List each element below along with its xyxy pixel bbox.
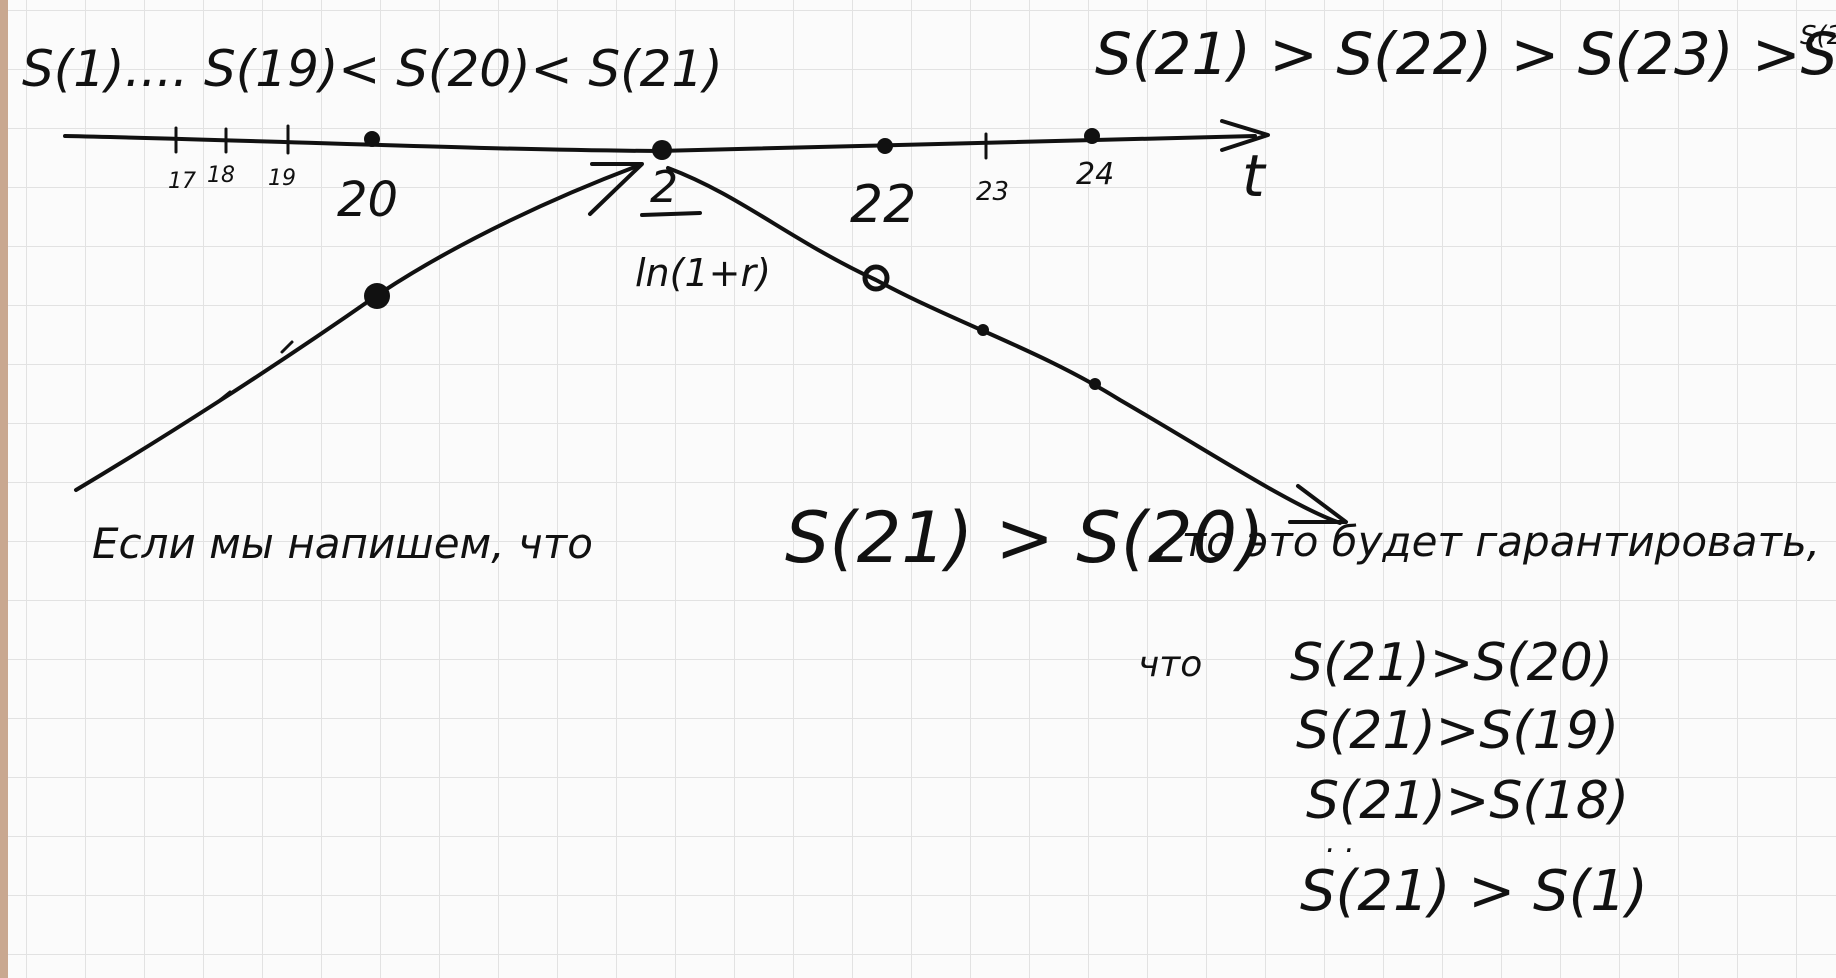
point-22 [877, 138, 893, 154]
rising-curve-mark [218, 390, 232, 402]
falling-curve-open-point [862, 264, 890, 292]
falling-curve-arrowhead [1288, 484, 1348, 524]
tick-label-24: 24 [1076, 157, 1114, 192]
sentence-part-2: , то это будет гарантировать, [1155, 517, 1820, 566]
point-24 [1084, 128, 1100, 144]
tick-label-19: 19 [268, 166, 296, 191]
falling-curve-point [977, 324, 989, 336]
tick-label-20: 20 [337, 172, 398, 228]
rising-curve-arrowhead [588, 162, 644, 216]
peak-underline [640, 211, 702, 217]
notebook-page [8, 0, 1836, 978]
sentence-part-1: Если мы напишем, что [92, 519, 593, 568]
top-right-inequality: S(21) > S(22) > S(23) >S(24)> [1095, 20, 1836, 88]
conclusion-line-2: S(21)>S(19) [1296, 701, 1619, 761]
falling-curve [666, 166, 1342, 525]
conclusion-lead: что [1138, 644, 1202, 685]
top-right-cut-term: S(25 [1800, 21, 1836, 51]
conclusion-line-3: S(21)>S(18) [1306, 771, 1629, 831]
rising-curve-point [364, 283, 390, 309]
sentence-inequality: S(21) > S(20) [785, 497, 1264, 579]
peak-expression: ln(1+r) [635, 251, 771, 295]
tick-label-22: 22 [850, 175, 916, 235]
tick-label-23: 23 [976, 177, 1009, 207]
top-left-inequality: S(1).... S(19)< S(20)< S(21) [22, 40, 723, 98]
point-20 [364, 131, 380, 147]
falling-curve-point [1089, 378, 1101, 390]
point-21 [652, 140, 672, 160]
tick-label-17: 17 [168, 169, 196, 194]
rising-curve-mark [280, 340, 294, 354]
conclusion-line-1: S(21)>S(20) [1290, 633, 1613, 693]
tick-label-18: 18 [207, 163, 235, 188]
axis-variable-t: t [1242, 142, 1267, 210]
conclusion-line-4: S(21) > S(1) [1300, 859, 1648, 924]
axis-arrowhead [1220, 119, 1270, 152]
conclusion-ellipsis: . . [1326, 825, 1355, 860]
